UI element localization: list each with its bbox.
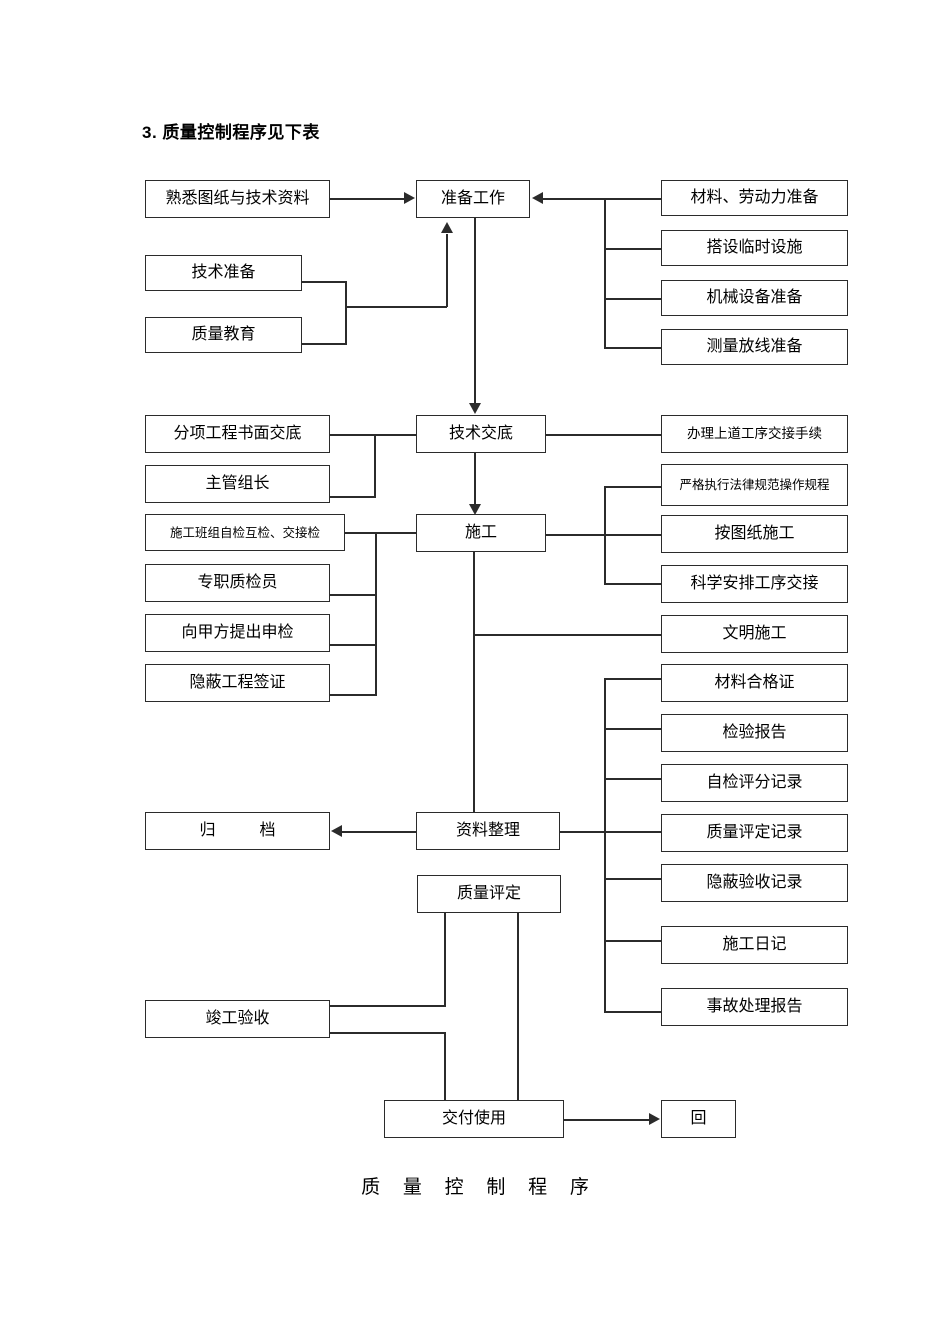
flow-node-data-organisation[interactable]: 资料整理	[416, 812, 560, 850]
connector-completion-to-evaluation	[329, 1005, 446, 1007]
connector-completion-handover-riser	[444, 1032, 446, 1102]
flow-node-survey[interactable]: 测量放线准备	[661, 329, 848, 365]
connector-prep-left-riser	[446, 234, 448, 307]
flow-node-by-drawings[interactable]: 按图纸施工	[661, 515, 848, 553]
flow-node-written-disclosure[interactable]: 分项工程书面交底	[145, 415, 330, 453]
connector-data-org-to-documents	[558, 831, 606, 833]
connector-owner-apply-out	[328, 644, 377, 646]
flow-node-team-check[interactable]: 施工班组自检互检、交接检	[145, 514, 345, 551]
flow-node-quality-record[interactable]: 质量评定记录	[661, 814, 848, 852]
connector-team-check-out	[343, 532, 377, 534]
arrowhead-handover-to-return	[649, 1113, 660, 1125]
arrowhead-data-org-to-filing	[331, 825, 342, 837]
flow-node-group-leader[interactable]: 主管组长	[145, 465, 330, 503]
connector-left-to-disclosure	[374, 434, 418, 436]
flow-node-self-inspection-score[interactable]: 自检评分记录	[661, 764, 848, 802]
connector-by-drawings	[604, 534, 662, 536]
bus-documents-vertical	[604, 678, 606, 1012]
connector-evaluation-left-leg	[444, 913, 446, 1005]
connector-survey	[604, 347, 662, 349]
bus-prep-right-vertical	[604, 198, 606, 348]
connector-prep-left-merge	[345, 306, 447, 308]
arrowhead-right-to-prep	[532, 192, 543, 204]
flow-node-temp-facility[interactable]: 搭设临时设施	[661, 230, 848, 266]
connector-material-certificate	[604, 678, 662, 680]
connector-drawings-to-prep	[330, 198, 405, 200]
connector-construction-to-civilized	[473, 634, 663, 636]
flow-node-site-diary[interactable]: 施工日记	[661, 926, 848, 964]
connector-concealed-record	[604, 878, 662, 880]
arrowhead-left-to-prep	[441, 222, 453, 233]
connector-handover-to-return	[563, 1119, 651, 1121]
flow-node-material-certificate[interactable]: 材料合格证	[661, 664, 848, 702]
flow-node-test-report[interactable]: 检验报告	[661, 714, 848, 752]
flow-node-scientific-sequence[interactable]: 科学安排工序交接	[661, 565, 848, 603]
connector-prep-to-disclosure	[474, 218, 476, 404]
flow-node-machinery[interactable]: 机械设备准备	[661, 280, 848, 316]
flow-node-concealed-record[interactable]: 隐蔽验收记录	[661, 864, 848, 902]
arrowhead-prep-to-disclosure	[469, 403, 481, 414]
bus-prep-left-vertical	[345, 281, 347, 345]
connector-construction-to-right-bus	[545, 534, 605, 536]
connector-tech-prep-out	[300, 281, 346, 283]
connector-data-org-to-filing	[342, 831, 418, 833]
flow-node-completion-acceptance[interactable]: 竣工验收	[145, 1000, 330, 1038]
connector-concealed-signature-out	[328, 694, 377, 696]
flow-node-accident-report[interactable]: 事故处理报告	[661, 988, 848, 1026]
flow-node-material-labor[interactable]: 材料、劳动力准备	[661, 180, 848, 216]
connector-quality-record	[604, 831, 662, 833]
flow-node-owner-apply[interactable]: 向甲方提出申检	[145, 614, 330, 652]
connector-accident-report	[604, 1011, 662, 1013]
flow-node-concealed-signature[interactable]: 隐蔽工程签证	[145, 664, 330, 702]
bus-disclosure-left-vertical	[374, 434, 376, 497]
bus-construction-left-vertical	[375, 532, 377, 695]
connector-material-labor	[604, 198, 662, 200]
flow-node-civilized-construction[interactable]: 文明施工	[661, 615, 848, 653]
flow-node-quality-edu[interactable]: 质量教育	[145, 317, 302, 353]
figure-caption: 质 量 控 制 程 序	[361, 1177, 598, 1198]
flow-node-disclosure[interactable]: 技术交底	[416, 415, 546, 453]
connector-evaluation-right-leg	[517, 913, 519, 1102]
connector-test-report	[604, 728, 662, 730]
connector-scientific-sequence	[604, 583, 662, 585]
connector-left-to-construction	[375, 532, 418, 534]
arrowhead-drawings-to-prep	[404, 192, 415, 204]
flow-node-handover[interactable]: 交付使用	[384, 1100, 564, 1138]
connector-prep-right-to-prep	[543, 198, 605, 200]
connector-inspector-out	[328, 594, 377, 596]
arrowhead-disclosure-to-construction	[469, 504, 481, 515]
flow-node-law-standard[interactable]: 严格执行法律规范操作规程	[661, 464, 848, 506]
flow-node-construction[interactable]: 施工	[416, 514, 546, 552]
connector-temp-facility	[604, 248, 662, 250]
connector-site-diary	[604, 940, 662, 942]
flow-node-filing[interactable]: 归 档	[145, 812, 330, 850]
flow-node-return[interactable]: 回	[661, 1100, 736, 1138]
connector-quality-edu-out	[300, 343, 346, 345]
connector-machinery	[604, 298, 662, 300]
connector-disclosure-to-construction	[474, 453, 476, 511]
flow-node-handover-procedure[interactable]: 办理上道工序交接手续	[661, 415, 848, 453]
connector-disclosure-to-handover-proc	[545, 434, 663, 436]
flow-node-quality-evaluation[interactable]: 质量评定	[417, 875, 561, 913]
flow-node-inspector[interactable]: 专职质检员	[145, 564, 330, 602]
connector-written-disclosure-out	[328, 434, 376, 436]
connector-law-standard	[604, 486, 662, 488]
flow-node-tech-prep[interactable]: 技术准备	[145, 255, 302, 291]
connector-group-leader-out	[328, 496, 376, 498]
connector-self-inspection-score	[604, 778, 662, 780]
connector-completion-to-handover	[329, 1032, 446, 1034]
connector-construction-down	[473, 552, 475, 814]
flow-node-drawings[interactable]: 熟悉图纸与技术资料	[145, 180, 330, 218]
flow-node-prep[interactable]: 准备工作	[416, 180, 530, 218]
page-title: 3. 质量控制程序见下表	[142, 123, 320, 142]
